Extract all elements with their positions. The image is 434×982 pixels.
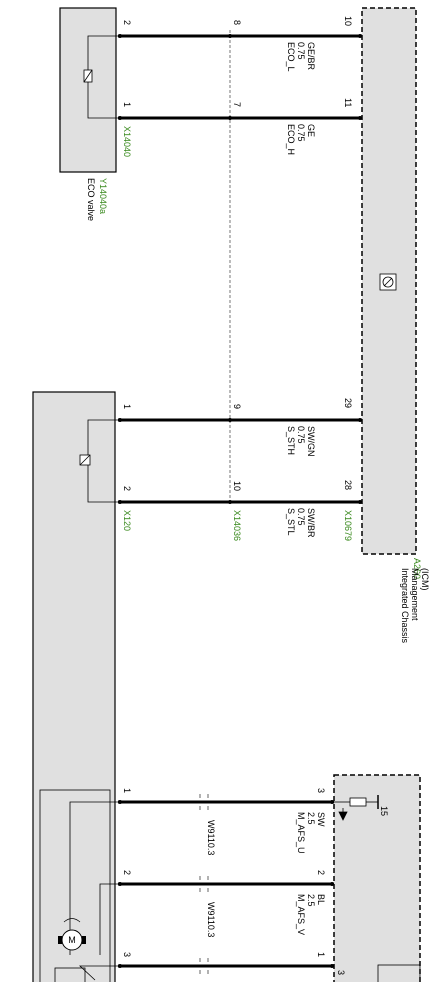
eco-valve-name: ECO valve: [86, 178, 96, 221]
motor-pin-3: 3: [122, 952, 132, 957]
supply-arrow-icon: [338, 808, 348, 821]
supply-pin-1: 1: [316, 952, 326, 957]
motor-symbol-label: M: [68, 935, 76, 945]
splice-markers: [199, 794, 209, 974]
wire-m-afs-v-label: M_AFS_V 2.5 BL: [296, 894, 326, 938]
splice-w9110-u: W9110.3: [206, 820, 216, 855]
icm-pin-10: 10: [343, 16, 353, 26]
supply-box: [333, 774, 421, 982]
connector-x10679: X10679: [343, 510, 353, 541]
wire-eco-h-label: ECO_H 0.75 GE: [286, 124, 316, 158]
pin-markers: [118, 34, 362, 968]
supply-terminal-label: 15: [379, 806, 389, 816]
wire-s-sth-label: S_STH 0.75 SW/GN: [286, 426, 316, 458]
x14036-pin-10: 10: [232, 481, 242, 491]
x120-pin-1: 1: [122, 404, 132, 409]
motor-pin-2: 2: [122, 870, 132, 875]
wire-s-stl-label: S_STL 0.75 SW/BR: [286, 508, 316, 538]
motor-pin-1: 1: [122, 788, 132, 793]
eco-valve-ref: Y14040a: [98, 178, 108, 214]
x14036-pin-9: 9: [232, 404, 242, 409]
connector-x14040: X14040: [122, 126, 132, 157]
icm-name: Integrated Chassis Management (ICM): [400, 568, 430, 646]
connector-x120: X120: [122, 510, 132, 531]
wire-eco-l-label: ECO_L 0.75 GE/BR: [286, 42, 316, 74]
supply-pin-3: 3: [316, 788, 326, 793]
supply-fuse-symbol: [349, 797, 367, 807]
eco-valve-pin-1: 1: [122, 102, 132, 107]
icm-pin-29: 29: [343, 398, 353, 408]
motor-frame: [39, 789, 111, 982]
wire-m-afs-u-label: M_AFS_U 2.5 SW: [296, 812, 326, 856]
supply-fuse-pin-3: 3: [336, 970, 346, 975]
supply-pin-2: 2: [316, 870, 326, 875]
icm-pin-11: 11: [343, 98, 353, 107]
rotation-arrow-icon: [63, 918, 81, 923]
splice-w9110-v: W9110.3: [206, 902, 216, 937]
icm-ref: A260: [412, 558, 422, 579]
eco-valve-pin-2: 2: [122, 20, 132, 25]
x14036-pin-7: 7: [232, 102, 242, 107]
icm-pin-28: 28: [343, 480, 353, 490]
connector-x14036: X14036: [232, 510, 242, 541]
x120-pin-2: 2: [122, 486, 132, 491]
x14036-pin-8: 8: [232, 20, 242, 25]
chassis-component-box: [32, 391, 116, 982]
